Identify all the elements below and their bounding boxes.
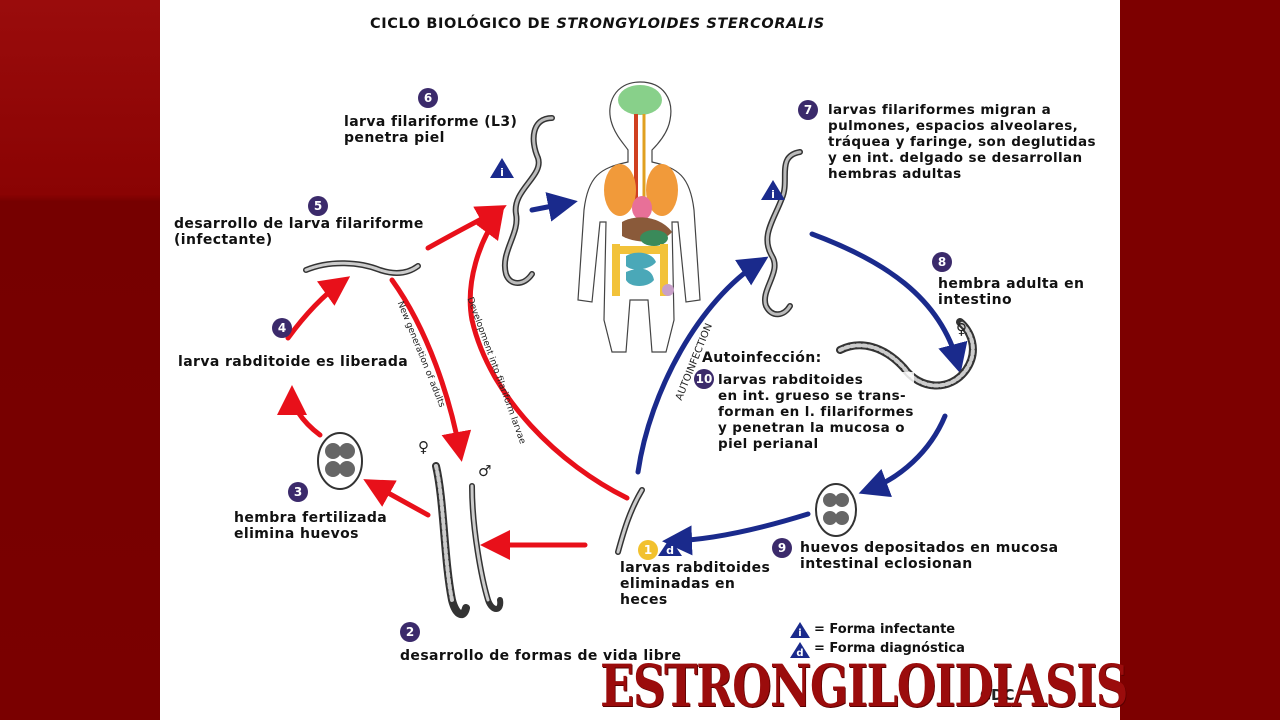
arrow-lungs-to-intestine xyxy=(809,231,968,374)
arrow-skin-to-body xyxy=(529,192,578,222)
female-symbol-free: ♀ xyxy=(418,438,429,456)
step-4-text: larva rabditoide es liberada xyxy=(178,354,409,370)
step-10-number: 10 xyxy=(694,369,714,389)
step-2-number: 2 xyxy=(400,622,420,642)
step-5-text: desarrollo de larva filariforme (infecta… xyxy=(174,216,424,248)
slide-content: i i d i d CICLO BIOLÓGICO DE STRONGYLOID… xyxy=(160,0,1120,720)
step-7-text: larvas filariformes migran a pulmones, e… xyxy=(828,102,1096,182)
step-9-number: 9 xyxy=(772,538,792,558)
svg-text:i: i xyxy=(500,166,504,179)
egg-free-living xyxy=(317,432,363,490)
step-6-text: larva filariforme (L3) penetra piel xyxy=(344,114,518,146)
legend-infective-label: = Forma infectante xyxy=(814,622,956,637)
free-living-cycle-arrows xyxy=(277,205,630,560)
step-9-text: huevos depositados en mucosa intestinal … xyxy=(800,540,1059,572)
step-4-number: 4 xyxy=(272,318,292,338)
arrow-development-filariform xyxy=(467,207,630,501)
step-10-text: larvas rabditoides en int. grueso se tra… xyxy=(718,372,914,452)
slide-banner-title: ESTRONGILOIDIASIS xyxy=(600,652,1128,720)
svg-text:d: d xyxy=(796,648,803,659)
infective-marker-skin: i xyxy=(490,158,514,179)
svg-text:i: i xyxy=(798,628,801,639)
step-3-number: 3 xyxy=(288,482,308,502)
step-8-text: hembra adulta en intestino xyxy=(938,276,1085,308)
step-7-number: 7 xyxy=(798,100,818,120)
arrow-eggs-to-rhabditiform xyxy=(277,385,323,438)
worm-illustrations xyxy=(303,115,977,619)
step-1-number: 1 xyxy=(638,540,658,560)
arrow-adults-to-eggs xyxy=(363,479,431,518)
svg-text:d: d xyxy=(666,544,674,557)
parasitic-cycle-arrows xyxy=(529,192,968,556)
human-body-figure xyxy=(577,81,701,353)
life-cycle-diagram: i i d i d xyxy=(277,81,977,659)
step-8-number: 8 xyxy=(932,252,952,272)
female-symbol-intestine: ♀ xyxy=(956,320,967,338)
step-6-number: 6 xyxy=(418,88,438,108)
legend-diagnostic-triangle: d xyxy=(790,642,810,659)
infective-marker-lungs: i xyxy=(761,180,785,201)
arrow-rhabditiform-to-filariform xyxy=(285,276,351,341)
male-symbol-free: ♂ xyxy=(478,462,492,480)
arrow-new-generation xyxy=(389,277,472,462)
legend-infective-triangle: i xyxy=(790,622,810,639)
arrow-autoinfection xyxy=(635,256,769,475)
arrow-eggs-to-feces xyxy=(662,511,811,556)
step-2-text: desarrollo de formas de vida libre xyxy=(400,648,682,664)
background-left-panel xyxy=(0,0,160,720)
svg-text:i: i xyxy=(771,188,775,201)
step-1-text: larvas rabditoides eliminadas en heces xyxy=(620,560,771,608)
egg-intestinal xyxy=(815,483,857,537)
legend-diagnostic-label: = Forma diagnóstica xyxy=(814,641,965,656)
step-5-number: 5 xyxy=(308,196,328,216)
species-name: STRONGYLOIDES STERCORALIS xyxy=(556,16,825,32)
diagnostic-marker-feces: d xyxy=(658,538,682,557)
diagram-title: CICLO BIOLÓGICO DE STRONGYLOIDES STERCOR… xyxy=(370,16,825,32)
filariform-larva-lungs xyxy=(761,149,803,318)
source-credit: CDC xyxy=(980,686,1015,704)
arrow-intestine-to-eggs xyxy=(858,413,948,498)
step-3-text: hembra fertilizada elimina huevos xyxy=(234,510,388,542)
background-right-panel xyxy=(1120,0,1280,720)
step-10-heading: Autoinfección: xyxy=(702,350,822,366)
